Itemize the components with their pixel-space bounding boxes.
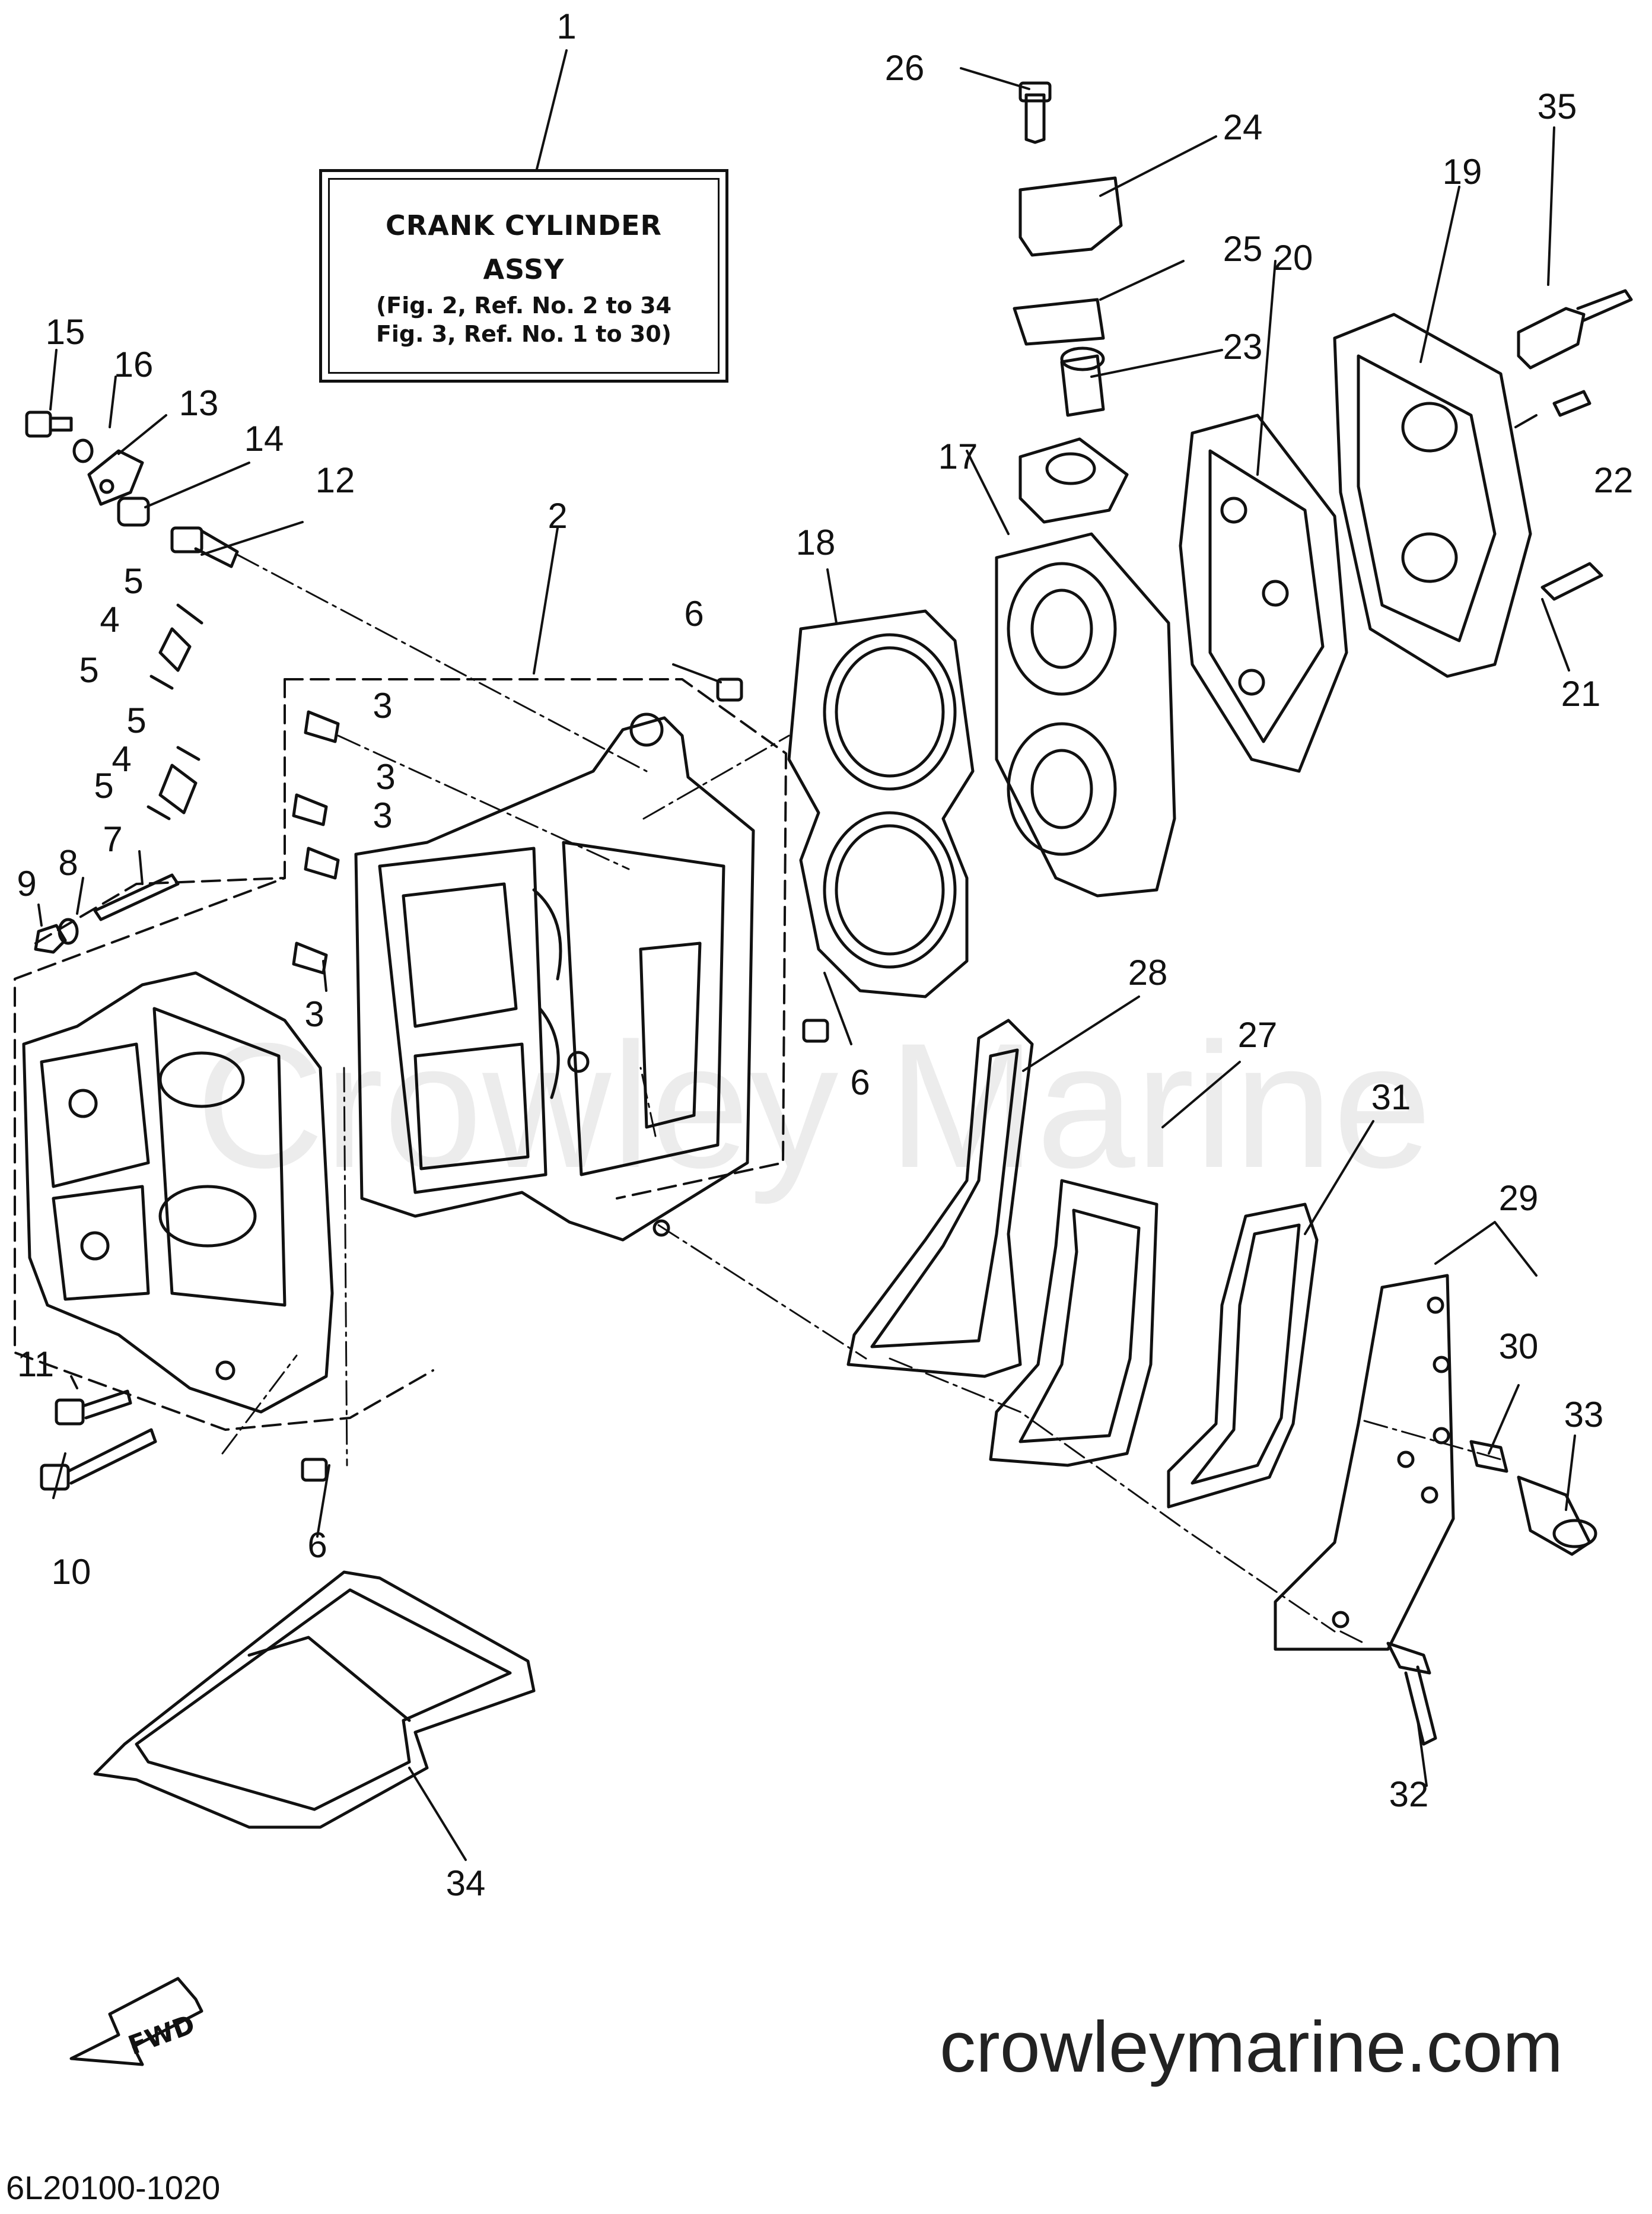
ref-label-9: 9 bbox=[17, 864, 37, 904]
head-small-parts bbox=[1517, 289, 1633, 601]
ref-label-3b: 3 bbox=[375, 757, 396, 797]
watermark: Crowley Marine bbox=[196, 1006, 1432, 1205]
ref-label-13: 13 bbox=[179, 383, 219, 423]
ref-label-7: 7 bbox=[103, 819, 123, 859]
ref-label-33: 33 bbox=[1564, 1395, 1604, 1434]
ref-label-20: 20 bbox=[1273, 238, 1313, 278]
ref-label-17: 17 bbox=[938, 437, 978, 476]
drawing-code: 6L20100-1020 bbox=[6, 2169, 221, 2206]
ref-label-22: 22 bbox=[1593, 460, 1634, 500]
ref-label-31: 31 bbox=[1371, 1077, 1411, 1117]
ref-label-32: 32 bbox=[1389, 1774, 1429, 1814]
ref-label-26: 26 bbox=[884, 48, 925, 88]
title-line-3: (Fig. 2, Ref. No. 2 to 34 bbox=[375, 292, 672, 319]
ref-label-6a: 6 bbox=[684, 594, 704, 634]
ref-label-3d: 3 bbox=[304, 994, 324, 1034]
ref-label-4b: 4 bbox=[112, 739, 132, 779]
ref-label-19: 19 bbox=[1442, 152, 1482, 192]
title-line-4: Fig. 3, Ref. No. 1 to 30) bbox=[375, 321, 672, 347]
thermostat-parts bbox=[1013, 81, 1123, 417]
ref-label-12: 12 bbox=[315, 460, 355, 500]
leader-lines bbox=[37, 49, 1576, 1861]
ref-label-18: 18 bbox=[795, 523, 836, 562]
ref-label-5b: 5 bbox=[79, 650, 99, 690]
site-url: crowleymarine.com bbox=[940, 2006, 1563, 2087]
title-box: CRANK CYLINDER ASSY (Fig. 2, Ref. No. 2 … bbox=[319, 169, 728, 383]
ref-label-14: 14 bbox=[244, 419, 284, 459]
forward-arrow-icon bbox=[69, 1977, 203, 2066]
head-cover bbox=[1333, 313, 1532, 678]
exhaust-gaskets bbox=[846, 1019, 1455, 1651]
ref-label-16: 16 bbox=[113, 345, 154, 384]
left-housing bbox=[22, 971, 334, 1414]
ref-label-29: 29 bbox=[1498, 1178, 1539, 1218]
ref-label-3c: 3 bbox=[373, 796, 393, 835]
crankcase-block bbox=[354, 712, 755, 1242]
ref-label-5d: 5 bbox=[94, 766, 114, 806]
base-gasket bbox=[93, 1570, 536, 1829]
fwd-label: FWD bbox=[124, 2009, 199, 2062]
ref-label-25: 25 bbox=[1223, 229, 1263, 269]
title-line-2: ASSY bbox=[483, 253, 565, 285]
ref-label-5a: 5 bbox=[123, 561, 144, 601]
assembly-lines bbox=[221, 554, 1502, 1644]
ref-label-5c: 5 bbox=[126, 701, 147, 740]
ref-label-35: 35 bbox=[1537, 87, 1577, 126]
head-gasket bbox=[787, 609, 975, 998]
ref-label-1: 1 bbox=[556, 7, 577, 46]
ref-label-30: 30 bbox=[1498, 1327, 1539, 1366]
ref-label-3a: 3 bbox=[373, 686, 393, 726]
head-cover-gasket bbox=[1179, 413, 1348, 773]
ref-label-2: 2 bbox=[548, 496, 568, 536]
ref-label-34: 34 bbox=[445, 1863, 486, 1903]
cylinder-head bbox=[995, 437, 1176, 898]
ref-label-4a: 4 bbox=[100, 600, 120, 640]
ref-label-21: 21 bbox=[1561, 674, 1601, 714]
anode-parts bbox=[1386, 1440, 1597, 1746]
title-line-1: CRANK CYLINDER bbox=[386, 209, 662, 241]
ref-label-6b: 6 bbox=[850, 1063, 870, 1102]
ref-label-24: 24 bbox=[1223, 107, 1263, 147]
ref-label-11: 11 bbox=[17, 1344, 55, 1384]
ref-label-15: 15 bbox=[45, 312, 85, 352]
ref-label-28: 28 bbox=[1128, 953, 1168, 993]
ref-label-8: 8 bbox=[58, 843, 78, 883]
ref-label-10: 10 bbox=[51, 1552, 91, 1592]
small-parts-left bbox=[25, 411, 829, 1491]
ref-label-6c: 6 bbox=[307, 1525, 327, 1565]
fwd-indicator: FWD bbox=[59, 1958, 237, 2088]
ref-label-27: 27 bbox=[1237, 1015, 1278, 1055]
ref-label-23: 23 bbox=[1223, 327, 1263, 367]
